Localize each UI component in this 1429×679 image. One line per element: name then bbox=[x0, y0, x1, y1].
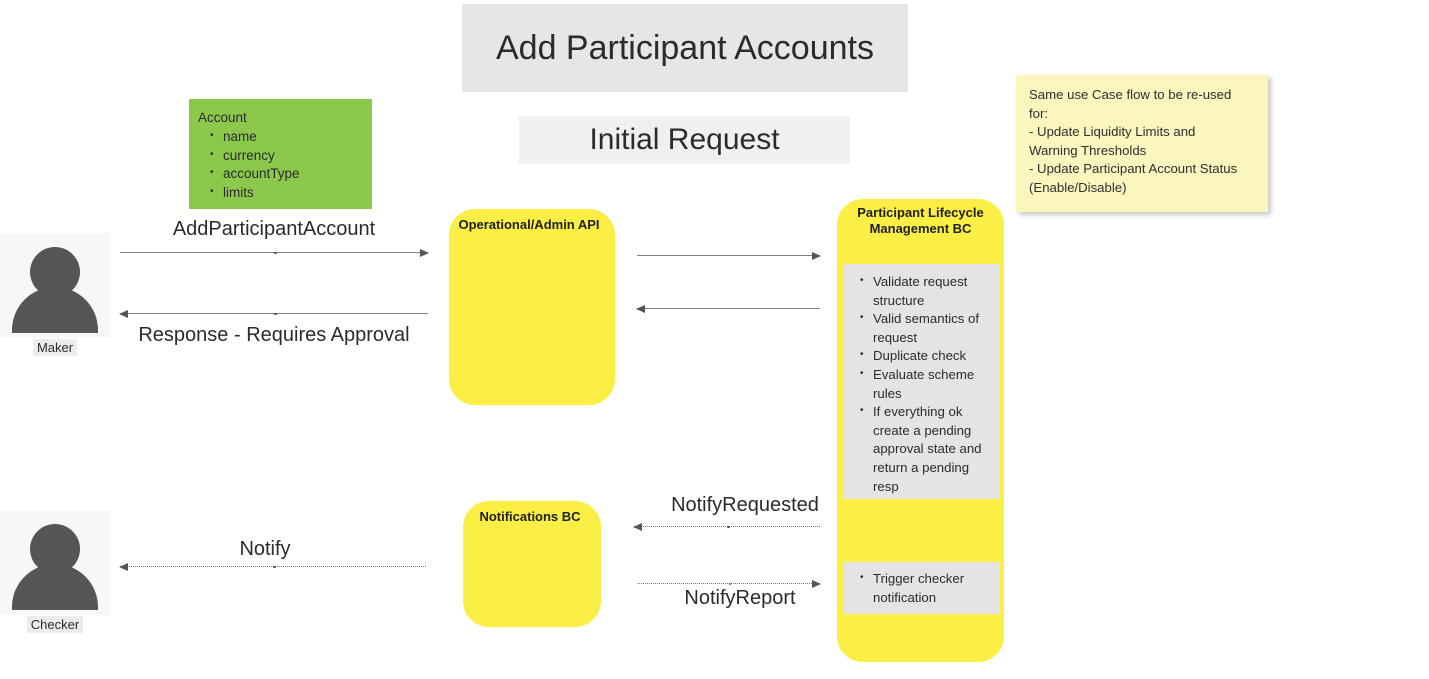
service-title: Operational/Admin API bbox=[458, 217, 600, 232]
account-field: currency bbox=[210, 146, 372, 166]
page-title-text: Add Participant Accounts bbox=[495, 28, 874, 67]
sticky-note-line: Warning Thresholds bbox=[1029, 142, 1147, 158]
plm-note-list: Trigger checker notification bbox=[843, 569, 1000, 607]
flow-label-notify: Notify bbox=[239, 538, 291, 560]
arrow-head-right-icon bbox=[420, 248, 429, 257]
flow-label-notify-requested: NotifyRequested bbox=[671, 494, 819, 516]
arrow-head-right-icon bbox=[812, 251, 821, 260]
flow-arrow-notify-requested bbox=[633, 522, 820, 531]
plm-note-item: Evaluate scheme rules bbox=[860, 365, 994, 403]
plm-trigger-notes-panel: Trigger checker notification bbox=[843, 562, 1000, 614]
account-field: limits bbox=[210, 183, 372, 203]
service-title-line2: Management BC bbox=[869, 221, 972, 236]
page-subtitle: Initial Request bbox=[519, 116, 850, 164]
plm-note-item: If everything ok create a pending approv… bbox=[860, 402, 994, 496]
flow-arrow-response-requires-approval bbox=[119, 309, 428, 318]
plm-validation-notes-panel: Validate request structure Valid semanti… bbox=[843, 264, 1000, 499]
account-field: accountType bbox=[210, 164, 372, 184]
flow-midpoint-dot bbox=[727, 525, 730, 528]
service-title-line1: Participant Lifecycle bbox=[857, 205, 984, 220]
flow-arrow-api-to-plm bbox=[637, 251, 821, 260]
actor-checker-label: Checker bbox=[26, 616, 84, 633]
account-field-list: name currency accountType limits bbox=[197, 127, 372, 203]
arrow-head-left-icon bbox=[636, 304, 645, 313]
actor-maker-label-wrap: Maker bbox=[0, 339, 110, 356]
flow-midpoint-dot bbox=[274, 251, 277, 254]
person-icon-body bbox=[12, 287, 98, 333]
service-box-operational-admin-api: Operational/Admin API bbox=[449, 209, 615, 405]
arrow-head-left-icon bbox=[633, 522, 642, 531]
sticky-note-line: - Update Liquidity Limits and bbox=[1029, 124, 1196, 139]
actor-checker-label-wrap: Checker bbox=[0, 616, 110, 633]
service-title: Participant Lifecycle Management BC bbox=[837, 205, 1004, 237]
person-icon bbox=[0, 510, 110, 610]
plm-note-item: Duplicate check bbox=[860, 346, 994, 366]
actor-maker: Maker bbox=[0, 233, 110, 356]
flow-arrow-notify bbox=[119, 562, 426, 571]
account-entity-box: Account name currency accountType limits bbox=[189, 99, 372, 209]
flow-label-response-requires-approval: Response - Requires Approval bbox=[138, 324, 410, 346]
plm-note-item: Validate request structure bbox=[860, 272, 994, 310]
actor-checker: Checker bbox=[0, 510, 110, 633]
sticky-note-line: (Enable/Disable) bbox=[1029, 179, 1127, 195]
actor-maker-label: Maker bbox=[32, 339, 78, 356]
page-title: Add Participant Accounts bbox=[462, 4, 908, 92]
flow-arrow-add-participant-account bbox=[120, 248, 429, 257]
plm-note-item: Valid semantics of request bbox=[860, 309, 994, 347]
flow-midpoint-dot bbox=[274, 312, 277, 315]
sticky-note-line: - Update Participant Account Status bbox=[1029, 161, 1238, 176]
flow-label-add-participant-account: AddParticipantAccount bbox=[172, 218, 376, 240]
flow-midpoint-dot bbox=[273, 565, 276, 568]
flow-label-notify-report: NotifyReport bbox=[684, 587, 796, 609]
flow-midpoint-dot bbox=[728, 582, 731, 585]
service-title: Notifications BC bbox=[479, 509, 581, 524]
arrow-head-left-icon bbox=[119, 309, 128, 318]
account-field: name bbox=[210, 127, 372, 147]
flow-arrow-notify-report bbox=[637, 579, 821, 588]
sticky-note: Same use Case flow to be re-used for: - … bbox=[1016, 75, 1268, 212]
sticky-note-line: Same use Case flow to be re-used bbox=[1029, 87, 1232, 102]
flow-arrow-plm-to-api bbox=[636, 304, 820, 313]
account-entity-header: Account bbox=[198, 110, 247, 125]
plm-note-list: Validate request structure Valid semanti… bbox=[843, 272, 1000, 496]
person-icon bbox=[0, 233, 110, 333]
arrow-head-left-icon bbox=[119, 562, 128, 571]
plm-note-item: Trigger checker notification bbox=[860, 569, 994, 607]
arrow-head-right-icon bbox=[812, 579, 821, 588]
person-icon-body bbox=[12, 564, 98, 610]
page-subtitle-text: Initial Request bbox=[589, 123, 780, 156]
service-box-notifications-bc: Notifications BC bbox=[463, 501, 601, 627]
sticky-note-line: for: bbox=[1029, 105, 1049, 121]
